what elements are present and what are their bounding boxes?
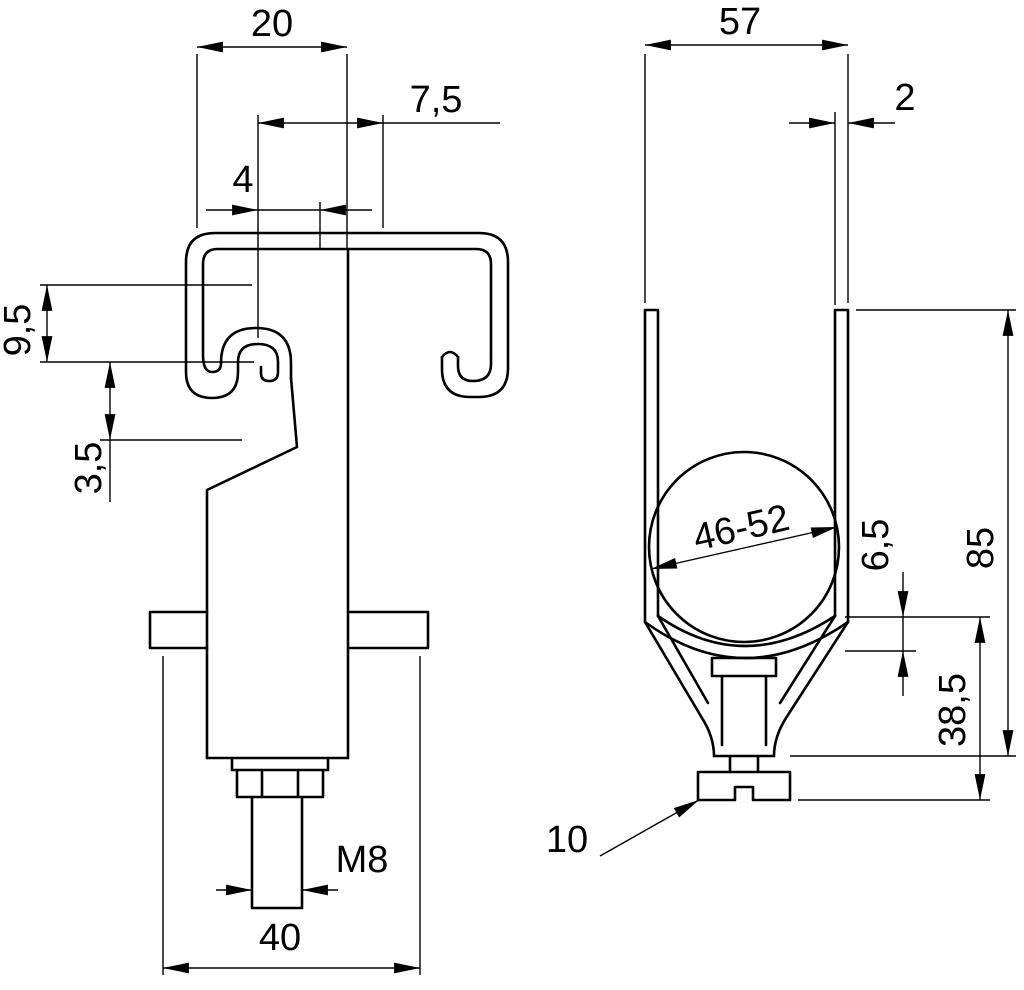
dim-lower-height-label: 38,5 xyxy=(932,673,974,747)
left-tab xyxy=(148,610,209,650)
dim-lip-height-label: 3,5 xyxy=(68,442,110,495)
lower-outline-left xyxy=(643,620,716,758)
hook-tip-cap xyxy=(440,350,460,359)
cable-circle xyxy=(647,450,841,644)
washer xyxy=(230,756,330,772)
dim-overall-width-label: 57 xyxy=(719,1,761,43)
dim-screw-size-label: 10 xyxy=(546,819,588,861)
body-left-edge xyxy=(205,376,299,760)
extension-lines-front-view xyxy=(644,54,1016,801)
dim-line-clamping-range xyxy=(650,526,838,570)
dim-base-width-label: 40 xyxy=(259,917,301,959)
dim-clamping-range-label: 46-52 xyxy=(689,497,793,560)
screw-flange xyxy=(696,770,792,802)
screw-housing xyxy=(720,674,768,747)
dim-overall-height-label: 85 xyxy=(960,527,1002,569)
right-tab xyxy=(346,610,430,650)
profile-inner-contour xyxy=(201,247,493,383)
extension-lines-left-view xyxy=(40,54,421,975)
profile-outer-contour xyxy=(184,231,510,400)
hex-nut xyxy=(235,768,325,799)
lower-inner-right xyxy=(778,614,837,705)
threaded-rod xyxy=(250,795,304,910)
buckle-plate xyxy=(710,656,778,678)
leader-screw-size xyxy=(599,799,700,857)
front-view xyxy=(643,308,850,802)
right-wall xyxy=(833,308,850,624)
dim-hook-opening-label: 9,5 xyxy=(0,304,39,357)
screw-neck xyxy=(728,754,760,774)
saddle-band-top xyxy=(656,614,837,648)
dim-top-width-label: 20 xyxy=(251,3,293,45)
finger-inner-bend xyxy=(219,326,293,380)
lower-outline-right xyxy=(772,620,850,758)
side-view xyxy=(148,231,510,910)
dim-hook-depth-label: 7,5 xyxy=(410,79,463,121)
dim-wall-thickness-label: 2 xyxy=(894,77,915,119)
dim-thread-size-label: M8 xyxy=(336,839,389,881)
dim-slot-width-label: 4 xyxy=(232,159,253,201)
dim-saddle-offset-label: 6,5 xyxy=(855,519,897,572)
lower-inner-left xyxy=(656,614,710,705)
left-wall xyxy=(643,308,660,624)
dimension-annotations: 20 7,5 4 9,5 3,5 57 2 46-52 6,5 85 38,5 … xyxy=(0,1,1016,975)
